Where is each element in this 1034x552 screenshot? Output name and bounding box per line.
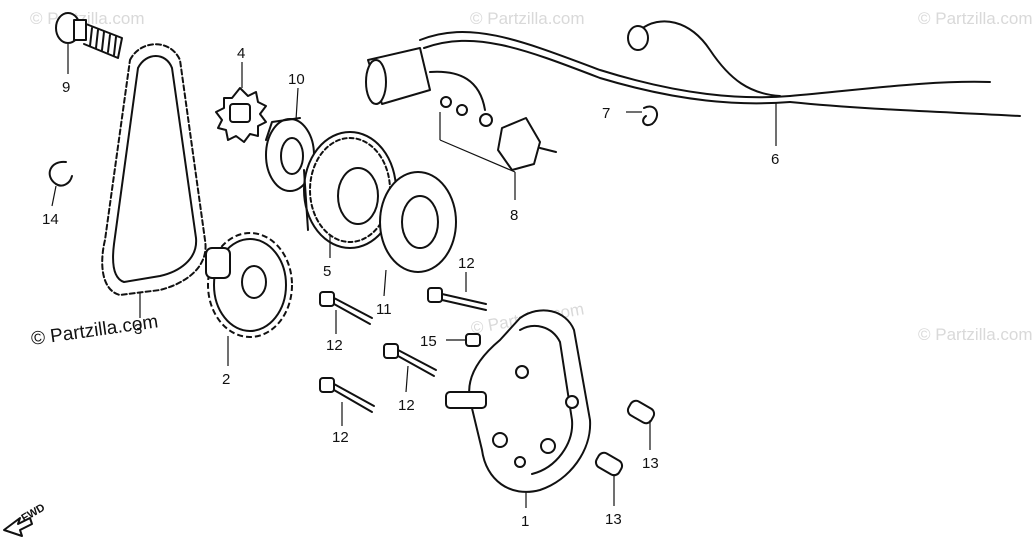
forward-direction-marker: FWD [3,502,48,537]
bolt-part-12[interactable] [319,377,375,413]
dowel-part-15[interactable] [465,333,481,347]
callout-8: 8 [510,207,518,224]
callout-3: 3 [134,321,142,338]
callout-13: 13 [642,455,659,472]
fwd-label: FWD [20,502,48,525]
callout-2: 2 [222,371,230,388]
harness-part-6[interactable] [419,20,1021,117]
callout-10: 10 [288,71,305,88]
leader-lines [51,44,777,508]
bolt-part-12[interactable] [319,291,373,325]
callout-6: 6 [771,151,779,168]
sprocket-part-2[interactable] [205,232,293,338]
arrow-icon [3,517,33,537]
dowel-part-13[interactable] [626,399,657,426]
callout-5: 5 [323,263,331,280]
watermark: © Partzilla.com [470,9,585,28]
watermark: © Partzilla.com [918,325,1033,344]
callout-12: 12 [332,429,349,446]
callout-4: 4 [237,45,245,62]
sensor-part-8[interactable] [365,47,557,171]
callout-labels: 9 14 4 10 5 11 3 2 7 6 8 12 12 15 12 12 … [42,45,779,530]
washer-part-10[interactable] [265,117,315,192]
callout-7: 7 [602,105,610,122]
bolt-part-12[interactable] [383,343,437,377]
pump-body-part-1[interactable] [445,309,592,493]
callout-12: 12 [458,255,475,272]
callout-14: 14 [42,211,59,228]
callout-1: 1 [521,513,529,530]
callout-9: 9 [62,79,70,96]
clip-part-14[interactable] [48,160,73,187]
chain-part-3[interactable] [101,43,207,296]
watermark-layer: © Partzilla.com © Partzilla.com © Partzi… [30,9,1033,350]
watermark: © Partzilla.com [918,9,1033,28]
callout-12: 12 [326,337,343,354]
bolt-part-9[interactable] [55,12,123,59]
shim-part-11[interactable] [379,171,457,273]
clamp-part-7[interactable] [642,105,659,126]
dowel-part-13[interactable] [594,451,625,478]
callout-11: 11 [376,301,392,318]
callout-12: 12 [398,397,415,414]
callout-15: 15 [420,333,437,350]
callout-13: 13 [605,511,622,528]
bolt-part-12[interactable] [427,287,487,311]
sprocket-part-4[interactable] [215,87,267,143]
